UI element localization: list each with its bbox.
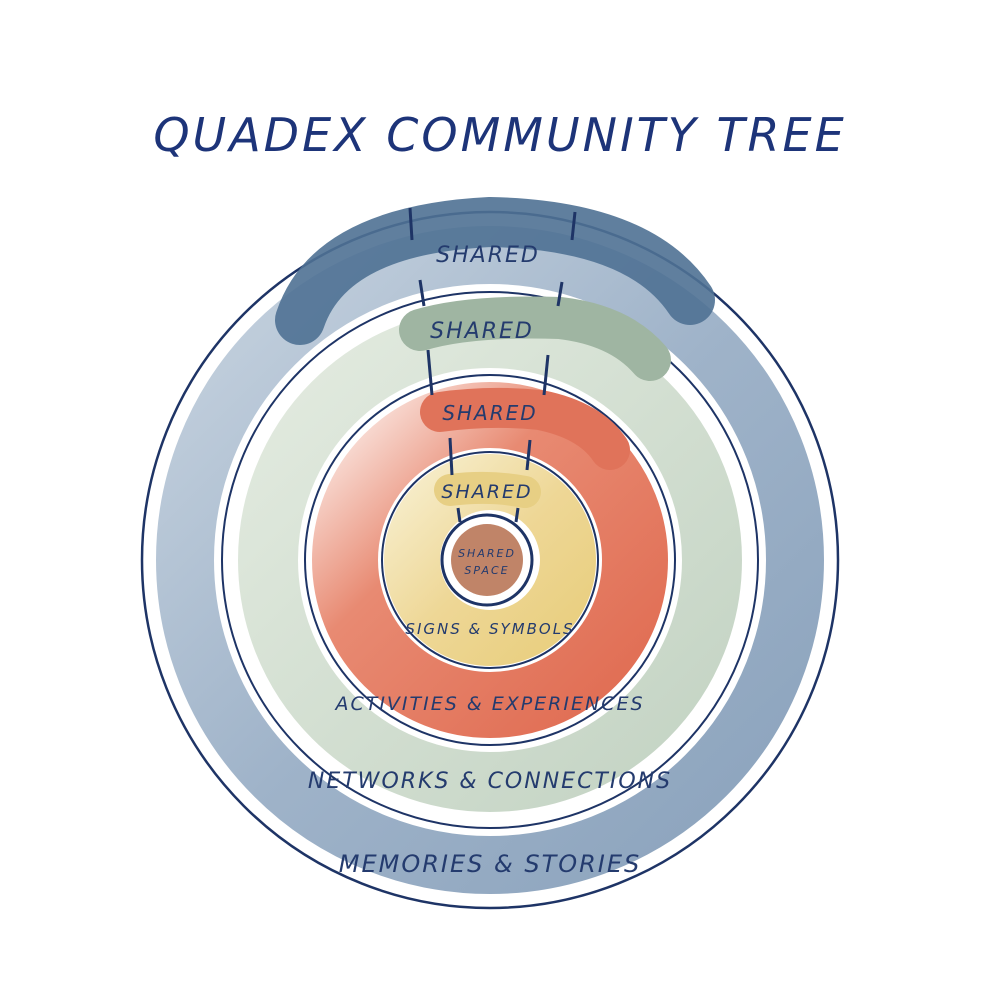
shared-connectors bbox=[408, 207, 577, 523]
networks-shared-label: SHARED bbox=[430, 319, 534, 344]
signs-label: SIGNS & SYMBOLS bbox=[405, 620, 574, 638]
ring-memories bbox=[156, 226, 824, 894]
ring-networks-shared-tab bbox=[399, 296, 671, 381]
signs-shared-label: SHARED bbox=[441, 481, 532, 503]
ring-outline bbox=[221, 291, 759, 829]
activities-label: ACTIVITIES & EXPERIENCES bbox=[333, 693, 644, 715]
ring-outline bbox=[304, 374, 676, 746]
ring-signs-shared-tab bbox=[434, 471, 541, 508]
activities-shared-label: SHARED bbox=[442, 401, 537, 425]
memories-label: MEMORIES & STORIES bbox=[339, 850, 642, 878]
center-label-line2: SPACE bbox=[464, 564, 509, 577]
center-shared-space bbox=[451, 524, 523, 596]
ring-activities-shared-tab bbox=[420, 387, 630, 470]
memories-shared-label: SHARED bbox=[436, 243, 540, 268]
ring-outline bbox=[381, 451, 599, 669]
diagram-title: QUADEX COMMUNITY TREE bbox=[153, 108, 847, 162]
networks-label: NETWORKS & CONNECTIONS bbox=[308, 769, 672, 794]
ring-memories-shared-tab bbox=[275, 196, 715, 345]
center-label-line1: SHARED bbox=[458, 547, 516, 560]
